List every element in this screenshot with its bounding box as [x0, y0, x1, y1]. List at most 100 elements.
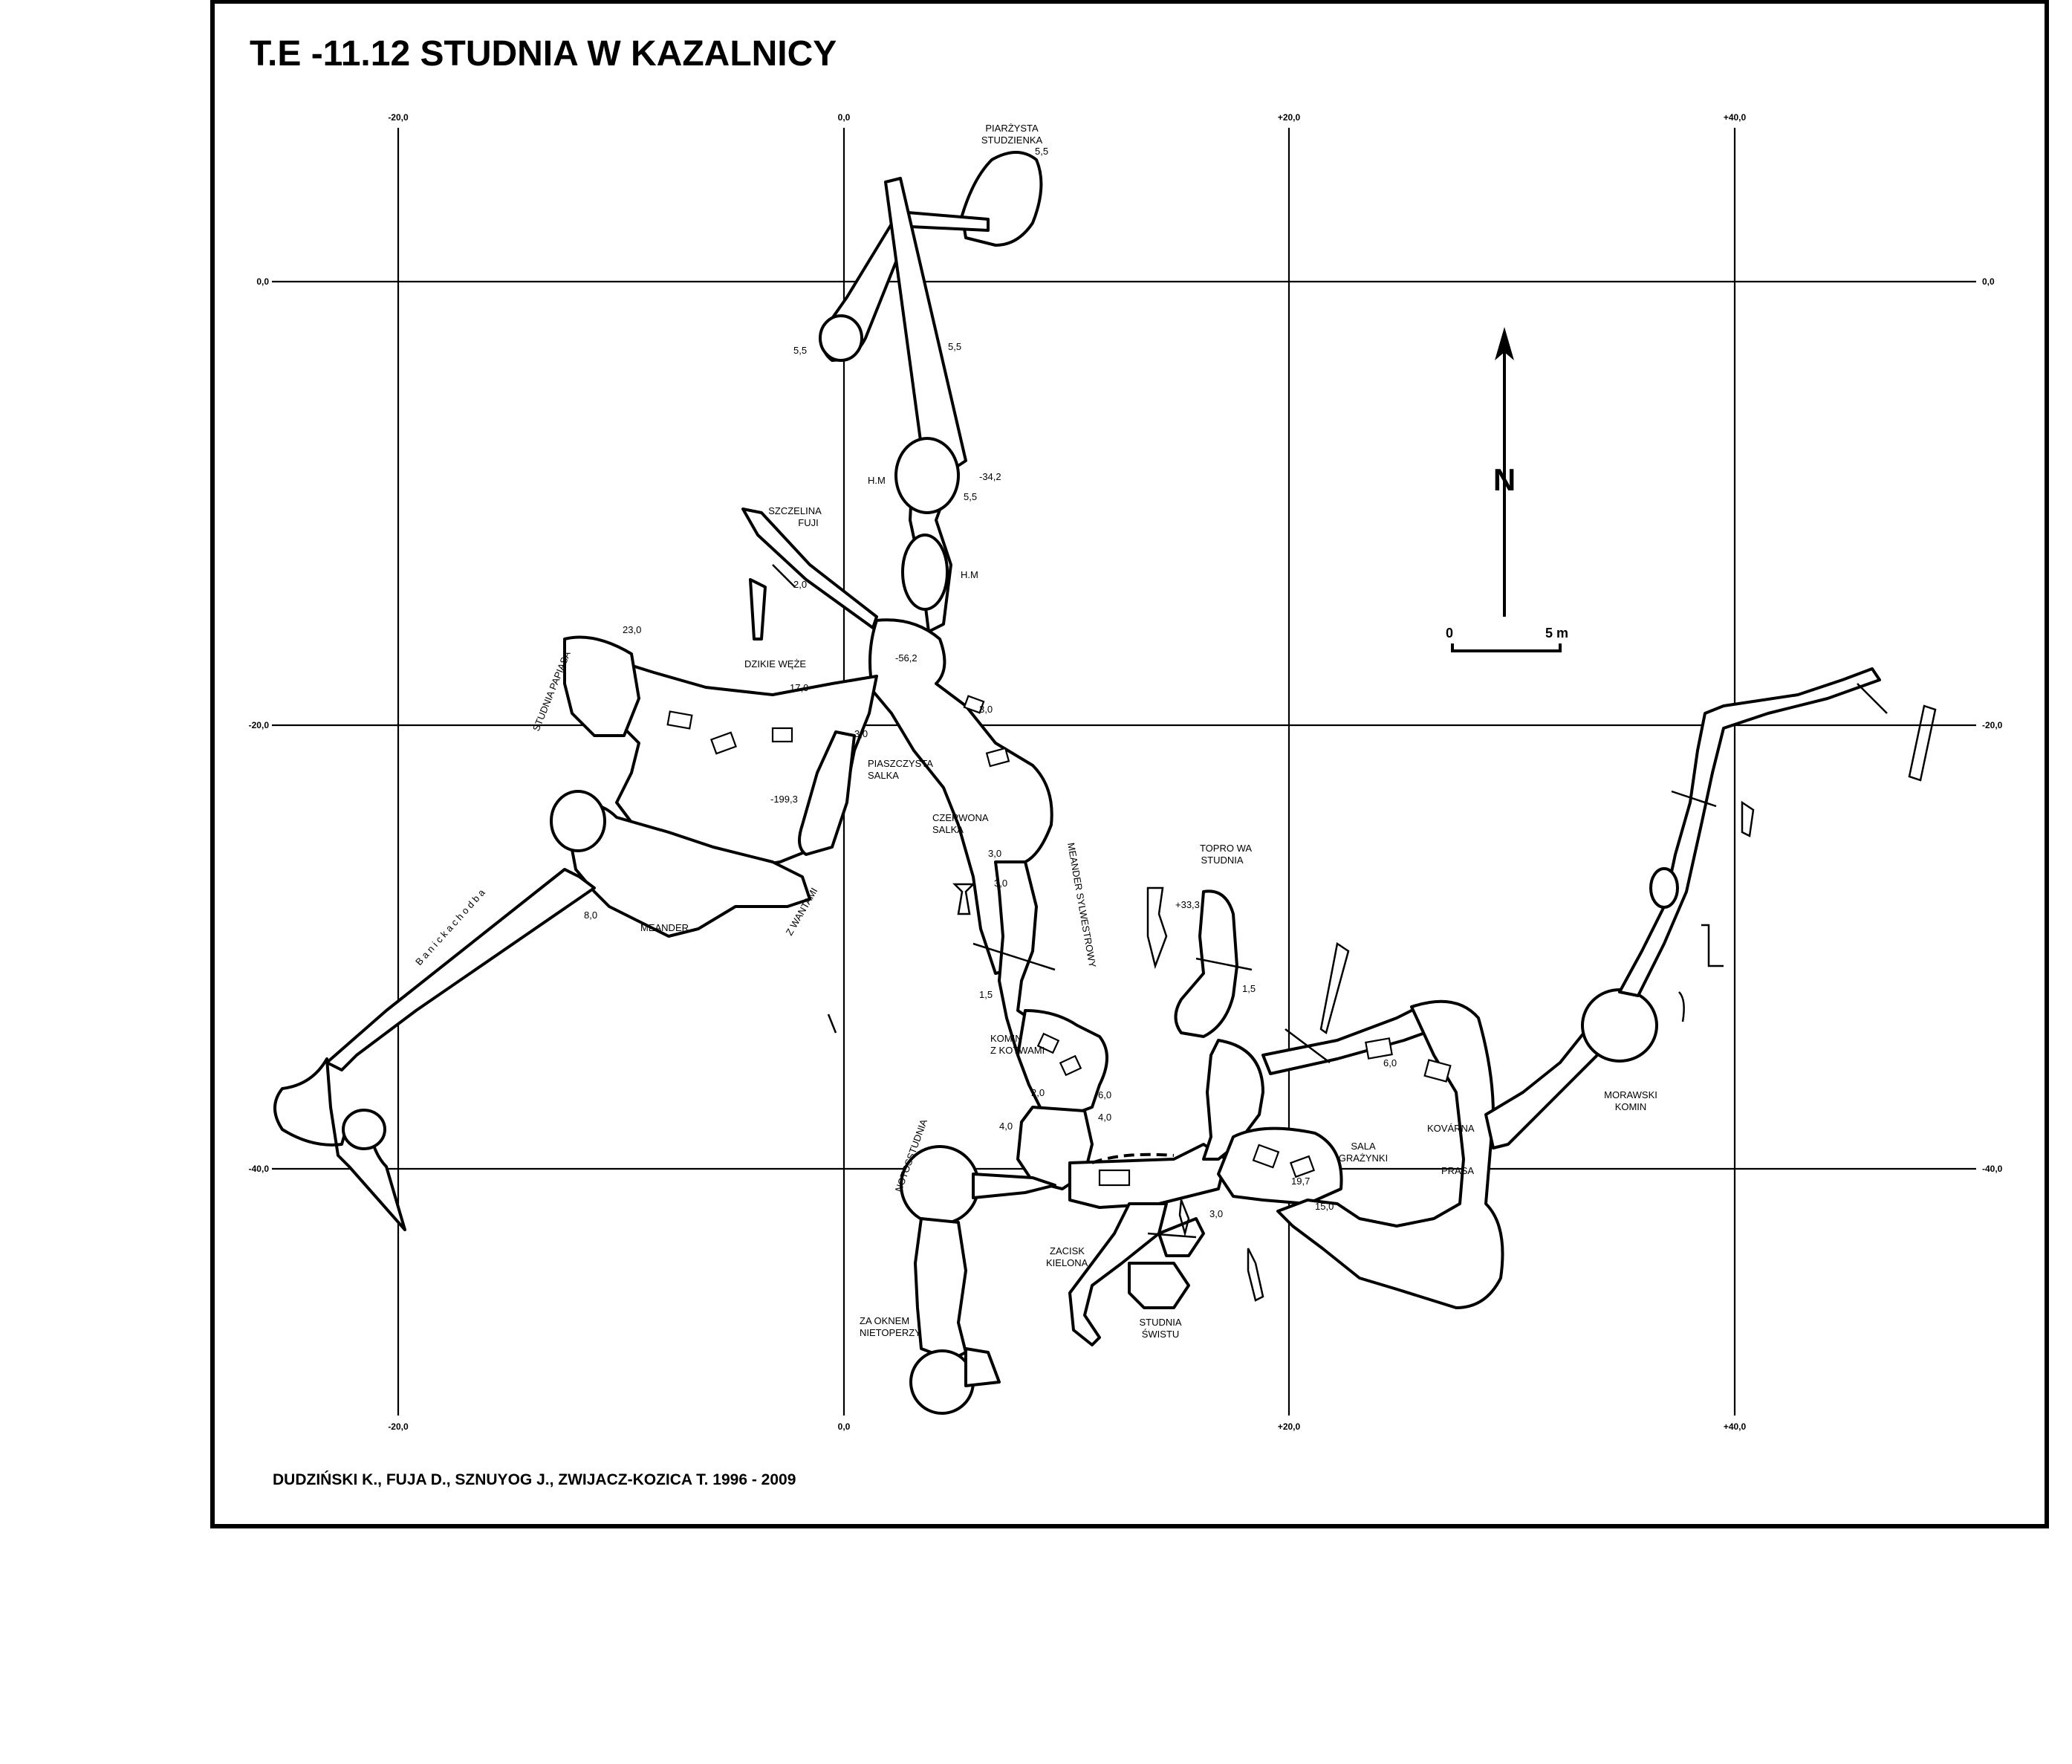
survey-credits: DUDZIŃSKI K., FUJA D., SZNUYOG J., ZWIJA… — [273, 1471, 796, 1488]
depth-mark: 1,5 — [979, 989, 993, 1000]
x-label-top: +40,0 — [1724, 112, 1747, 123]
label-topro-studnia: STUDNIA — [1201, 855, 1243, 866]
depth-mark: 4,0 — [999, 1121, 1013, 1132]
depth-mark: 5,5 — [948, 341, 961, 352]
label-za-oknem-nietoperzy: ZA OKNEM — [860, 1315, 909, 1326]
map-frame — [210, 0, 2049, 1528]
label-hm: H.M — [961, 569, 978, 580]
y-label-right: -40,0 — [1982, 1164, 2003, 1174]
chamber-northeast-small — [1649, 867, 1679, 909]
passage-studnia-swistu — [1157, 1217, 1205, 1257]
map-title: T.E -11.12 STUDNIA W KAZALNICY — [250, 34, 837, 74]
chamber-za-oknem-nietoperzy — [909, 1349, 975, 1415]
scale-bar: 0 5 m — [1446, 626, 1568, 652]
depth-marks: 5,5 5,5 5,5 -34,2 5,5 2,0 23,0 17,0 -56,… — [584, 146, 1397, 1219]
depth-mark: 2,0 — [1031, 1087, 1045, 1098]
chamber-morawski-komin — [1581, 988, 1658, 1063]
chamber-sala-grazynki — [1217, 1126, 1343, 1205]
y-label-right: -20,0 — [1982, 720, 2003, 730]
depth-mark: 19,7 — [1291, 1176, 1310, 1187]
chamber-studnia-papiasa — [563, 635, 640, 737]
chamber-studnia-swistu — [1128, 1262, 1190, 1309]
y-label-right: 0,0 — [1982, 276, 1995, 287]
label-studnia-swistu: ŚWISTU — [1142, 1329, 1180, 1340]
depth-mark: 3,0 — [988, 848, 1001, 859]
y-label-left: 0,0 — [256, 276, 269, 287]
depth-mark: 3,0 — [1209, 1208, 1223, 1219]
label-szczelina-fuji: FUJI — [798, 517, 818, 528]
depth-mark: 1,5 — [1242, 983, 1256, 994]
label-morawski-komin: KOMIN — [1615, 1101, 1647, 1112]
depth-mark: -34,2 — [979, 471, 1001, 482]
chamber-west-5-5 — [819, 314, 863, 362]
x-label-bottom: +20,0 — [1278, 1421, 1301, 1432]
x-label-top: 0,0 — [838, 112, 851, 123]
label-sala-grazynki: SALA — [1351, 1141, 1376, 1152]
label-zacisk-kielona: KIELONA — [1046, 1257, 1088, 1268]
x-label-bottom: 0,0 — [838, 1421, 851, 1432]
depth-mark: 8,0 — [584, 909, 597, 921]
depth-mark: 23,0 — [623, 624, 641, 635]
label-dzikie-weze: DZIKIE WĘŻE — [744, 658, 806, 669]
depth-mark: 3,0 — [994, 878, 1007, 889]
scale-start: 0 — [1446, 626, 1453, 641]
label-czerwona-salka: SALKA — [932, 824, 964, 835]
y-label-left: -20,0 — [249, 720, 270, 730]
depth-mark: 3,0 — [854, 728, 868, 739]
label-komin-z-kotwami: KOMIN — [990, 1033, 1022, 1044]
depth-mark: 4,0 — [1098, 1112, 1111, 1123]
x-label-top: +20,0 — [1278, 112, 1301, 123]
depth-mark: -56,2 — [895, 652, 918, 664]
north-arrow: N — [1493, 327, 1516, 617]
passage-za-oknem-tail — [964, 1347, 1001, 1387]
depth-mark: 6,0 — [1098, 1089, 1111, 1100]
label-szczelina-fuji: SZCZELINA — [768, 505, 822, 516]
chamber-piaszczysta-salka — [798, 730, 856, 856]
depth-mark: 6,0 — [1383, 1057, 1397, 1069]
x-label-bottom: +40,0 — [1724, 1421, 1747, 1432]
x-label-bottom: -20,0 — [388, 1421, 409, 1432]
passage-za-oknem — [914, 1217, 967, 1361]
label-za-oknem-nietoperzy: NIETOPERZY — [860, 1327, 921, 1338]
chamber-topro-studnia — [1174, 889, 1238, 1038]
passage-piarzysta-studzienka — [961, 151, 1043, 247]
label-zacisk-kielona: ZACISK — [1050, 1245, 1085, 1256]
label-piarzysta-studzienka: STUDZIENKA — [981, 134, 1043, 146]
label-morawski-komin: MORAWSKI — [1604, 1089, 1657, 1100]
depth-mark: 15,0 — [1315, 1201, 1334, 1212]
y-label-left: -40,0 — [249, 1164, 270, 1174]
north-letter: N — [1493, 462, 1516, 497]
label-czerwona-salka: CZERWONA — [932, 812, 989, 823]
depth-mark: 5,5 — [964, 491, 977, 502]
label-meander-sylwestrowy: MEANDER SYLWESTROWY — [1065, 842, 1098, 969]
label-topro-studnia: TOPRO WA — [1200, 843, 1252, 854]
depth-mark: 5,5 — [1035, 146, 1048, 157]
survey-details — [666, 564, 1937, 1302]
scale-end: 5 m — [1545, 626, 1568, 641]
label-kovarna: KOVÁRNA — [1427, 1123, 1475, 1134]
passage-central-south — [1068, 1143, 1227, 1209]
chamber-hm-north — [894, 437, 960, 514]
grid-labels: -20,0 0,0 +20,0 +40,0 -20,0 0,0 +20,0 +4… — [249, 112, 2003, 1432]
label-komin-z-kotwami: Z KOTWAMI — [990, 1045, 1045, 1056]
chamber-kovarna — [1276, 999, 1504, 1309]
chamber-southwest-round — [342, 1109, 386, 1150]
chamber-hm-south — [901, 534, 949, 611]
cave-passages — [273, 151, 1881, 1415]
label-prasa: PRASA — [1441, 1165, 1474, 1176]
label-piarzysta-studzienka: PIARŻYSTA — [985, 123, 1039, 134]
depth-mark: 5,5 — [793, 345, 807, 356]
label-meander: MEANDER — [640, 922, 689, 933]
depth-mark: 2,0 — [793, 579, 807, 590]
depth-mark: +33,3 — [1175, 899, 1200, 910]
label-studnia-swistu: STUDNIA — [1139, 1317, 1181, 1328]
depth-mark: -199,3 — [770, 794, 798, 805]
passage-notosstudnia-link — [972, 1173, 1056, 1199]
chamber-sala-grazynki-west — [1202, 1039, 1264, 1161]
x-label-top: -20,0 — [388, 112, 409, 123]
passage-banicka-chodba — [325, 868, 596, 1071]
chamber-west-round — [550, 790, 606, 852]
label-sala-grazynki: GRAŻYNKI — [1339, 1152, 1388, 1164]
passage-northeast — [1618, 667, 1881, 997]
